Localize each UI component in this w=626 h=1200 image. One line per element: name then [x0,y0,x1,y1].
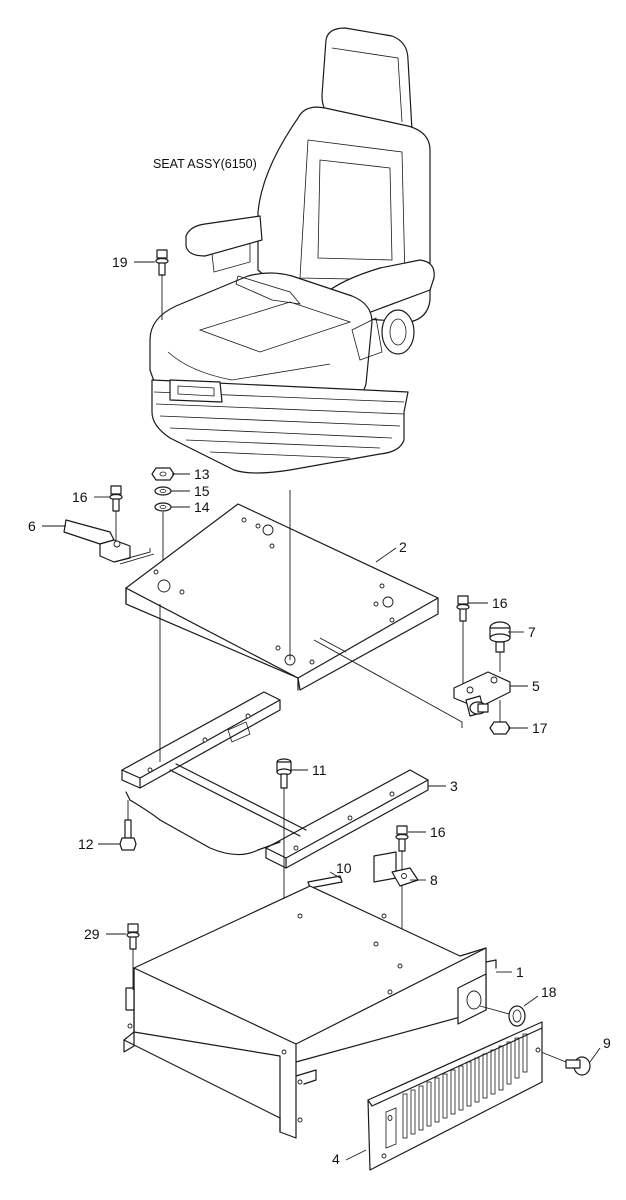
mounting-plate-2 [125,490,439,691]
bracket-8 [373,851,419,887]
callout-2: 2 [399,539,407,555]
bracket-5 [453,671,511,722]
callout-16-upper-left: 16 [72,489,88,505]
callout-5: 5 [532,678,540,694]
callout-18: 18 [541,984,557,1000]
base-frame-1 [123,885,497,1139]
callout-7: 7 [528,624,536,640]
slide-rail-3 [121,604,429,869]
bolt-16-upper-right [456,595,470,690]
pin-10 [307,875,343,889]
bracket-6 [63,519,155,565]
callout-12: 12 [78,836,94,852]
callout-leaders [42,261,601,1161]
callout-17: 17 [532,720,548,736]
washer-15 [154,486,172,496]
nut-17 [489,721,511,735]
callout-15: 15 [194,483,210,499]
knob-7 [489,621,511,672]
callout-8: 8 [430,872,438,888]
callout-16-upper-right: 16 [492,595,508,611]
callout-13: 13 [194,466,210,482]
callout-1: 1 [516,964,524,980]
seat-assy-title: SEAT ASSY(6150) [153,157,257,171]
knob-9 [535,1049,591,1076]
callout-3: 3 [450,778,458,794]
washer-14 [154,502,172,512]
callout-29: 29 [84,926,100,942]
bolt-29 [126,923,140,990]
bolt-12 [119,800,137,851]
callout-11: 11 [312,762,327,778]
grommet-18 [479,1005,526,1027]
callout-10: 10 [336,860,352,876]
callout-16-lower: 16 [430,824,446,840]
callout-4: 4 [332,1151,340,1167]
callout-9: 9 [603,1035,611,1051]
callout-6: 6 [28,518,36,534]
callout-14: 14 [194,499,210,515]
nut-13 [151,467,175,481]
cover-vent-slots [402,1033,528,1139]
bolt-19 [155,249,169,320]
seat-assembly [149,27,435,474]
bolt-16-upper-left [109,485,123,540]
cover-panel-4 [367,1021,543,1171]
callout-19: 19 [112,254,128,270]
